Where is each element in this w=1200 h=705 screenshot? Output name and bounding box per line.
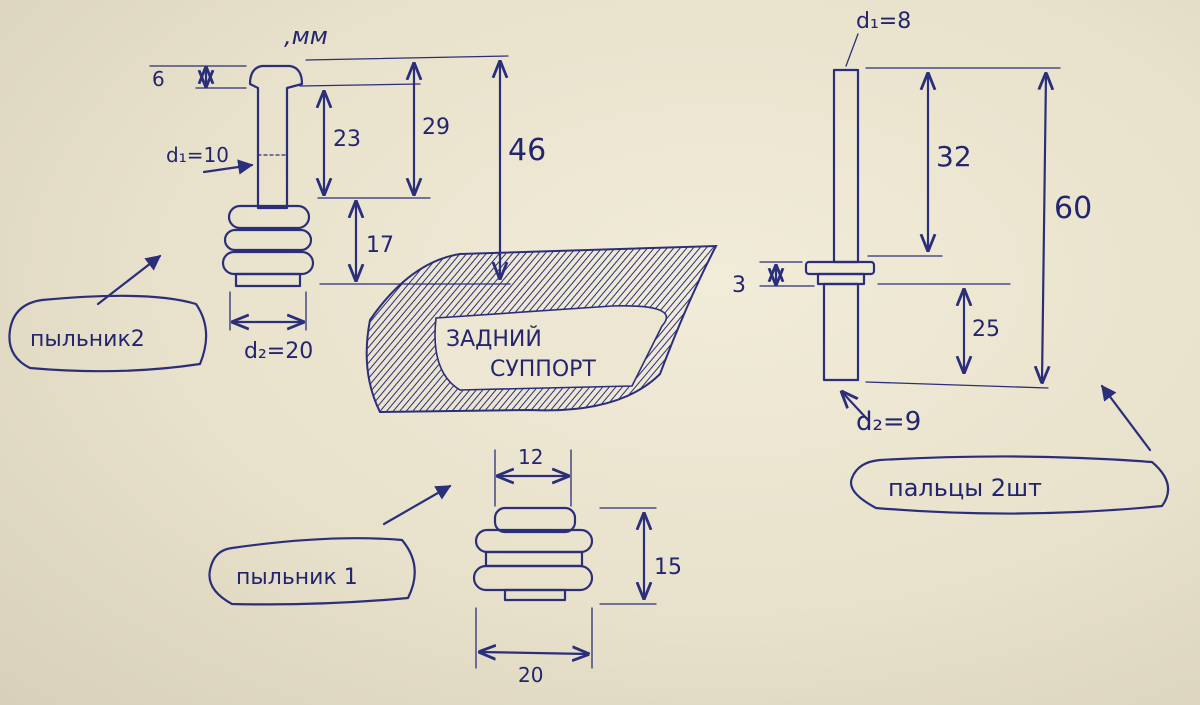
dust-boot-2-tag: пыльник2 (30, 327, 145, 352)
dim-6: 6 (152, 67, 165, 91)
dust-boot-2-drawing: 6 23 29 46 17 d₁=10 d₂=20 пыльник2 (8, 55, 546, 373)
dim-29: 29 (422, 115, 450, 140)
pins-d2-label: d₂=9 (856, 407, 921, 437)
dim-46: 46 (508, 133, 546, 168)
pins-tag: пальцы 2шт (888, 474, 1042, 502)
pins-d1-label: d₁=8 (856, 9, 911, 34)
dim-17: 17 (366, 233, 394, 258)
dim-3: 3 (732, 273, 746, 298)
dim-60: 60 (1054, 191, 1092, 226)
support-line-2: СУППОРТ (490, 357, 596, 382)
dim-12: 12 (518, 445, 543, 469)
rear-support-drawing: ЗАДНИЙ СУППОРТ (365, 244, 718, 414)
dust-boot-1-tag: пыльник 1 (236, 565, 358, 590)
dim-32: 32 (936, 140, 972, 173)
d1-label: d₁=10 (166, 143, 229, 167)
dim-25: 25 (972, 317, 1000, 342)
units-label: ,мм (284, 22, 328, 50)
dim-15: 15 (654, 555, 682, 580)
d2-label: d₂=20 (244, 339, 313, 364)
dim-23: 23 (333, 127, 361, 152)
support-line-1: ЗАДНИЙ (446, 326, 542, 352)
pins-drawing: d₁=8 32 60 3 25 d₂=9 пальцы 2шт (732, 9, 1170, 515)
dust-boot-1-drawing: 12 15 20 пыльник 1 (208, 445, 682, 687)
dim-20: 20 (518, 663, 543, 687)
